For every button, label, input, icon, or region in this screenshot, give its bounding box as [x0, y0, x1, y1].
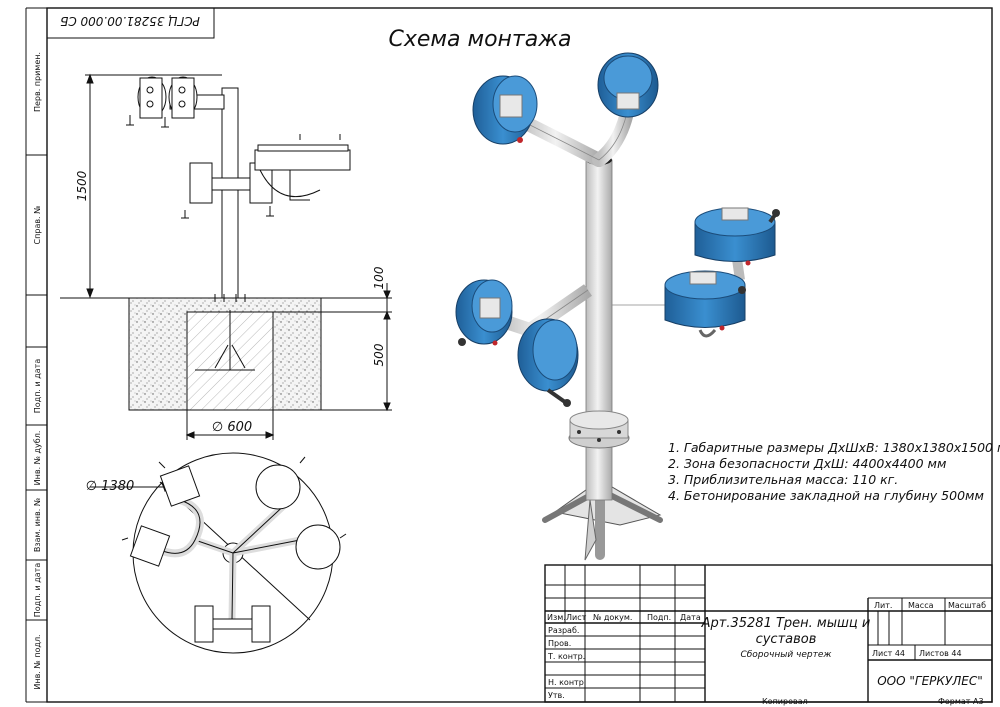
- side-label-5: Взам. инв. №: [33, 497, 42, 552]
- tb-row-tkontr: Т. контр.: [547, 652, 585, 661]
- plan-view: [90, 452, 347, 654]
- side-label-4: Инв. № дубл.: [33, 431, 42, 486]
- tb-sheet: Лист 44: [872, 649, 905, 658]
- side-label-1: Перв. примен.: [33, 52, 42, 112]
- footer-copied: Копировал: [762, 697, 808, 706]
- dim-500: 500: [372, 343, 386, 366]
- tb-lit: Лит.: [874, 601, 892, 610]
- note-4: 4. Бетонирование закладной на глубину 50…: [668, 488, 984, 503]
- tb-product-line2: суставов: [756, 632, 817, 647]
- note-3: 3. Приблизительная масса: 110 кг.: [668, 472, 898, 487]
- tb-col-data: Дата: [680, 613, 701, 622]
- page-title: Схема монтажа: [388, 27, 571, 52]
- dim-1500: 1500: [75, 170, 89, 201]
- side-label-3: Подп. и дата: [33, 359, 42, 414]
- stamp-code: РСГЦ 35281.00.000 СБ: [60, 14, 200, 28]
- tb-col-doc: № докум.: [593, 613, 632, 622]
- side-elevation: [60, 73, 392, 440]
- side-label-2: Справ. №: [33, 205, 42, 245]
- side-label-6: Подп. и дата: [33, 563, 42, 618]
- tb-scale: Масштаб: [948, 601, 986, 610]
- notes: 1. Габаритные размеры ДхШхВ: 1380х1380х1…: [668, 440, 1000, 503]
- tb-col-izm: Изм.: [547, 613, 566, 622]
- tb-col-list: Лист: [566, 613, 587, 622]
- equipment-3d-model: [455, 52, 780, 561]
- dim-100: 100: [372, 266, 386, 289]
- tb-row-nkontr: Н. контр.: [548, 678, 586, 687]
- frame: [25, 7, 993, 703]
- tb-row-razrab: Разраб.: [548, 626, 579, 635]
- tb-mass: Масса: [908, 601, 934, 610]
- tb-company: ООО "ГЕРКУЛЕС": [877, 674, 983, 688]
- note-2: 2. Зона безопасности ДхШ: 4400х4400 мм: [668, 456, 946, 471]
- note-1: 1. Габаритные размеры ДхШхВ: 1380х1380х1…: [668, 440, 1000, 455]
- tb-sheets: Листов 44: [919, 649, 962, 658]
- tb-row-utv: Утв.: [548, 691, 565, 700]
- tb-doc-type: Сборочный чертеж: [740, 650, 832, 660]
- dim-1380: ∅ 1380: [86, 479, 135, 494]
- title-block: [544, 564, 993, 703]
- tb-product-line1: Арт.35281 Трен. мышц и: [701, 616, 871, 631]
- side-labels: Перв. примен. Справ. № Подп. и дата Инв.…: [33, 52, 42, 690]
- tb-col-podp: Подп.: [647, 613, 671, 622]
- footer-format: Формат А3: [938, 697, 984, 706]
- title-block-text: Изм. Лист № докум. Подп. Дата Разраб. Пр…: [547, 601, 986, 700]
- dim-600: ∅ 600: [212, 420, 252, 435]
- tb-row-prov: Пров.: [548, 639, 571, 648]
- side-label-7: Инв. № подл.: [33, 634, 42, 689]
